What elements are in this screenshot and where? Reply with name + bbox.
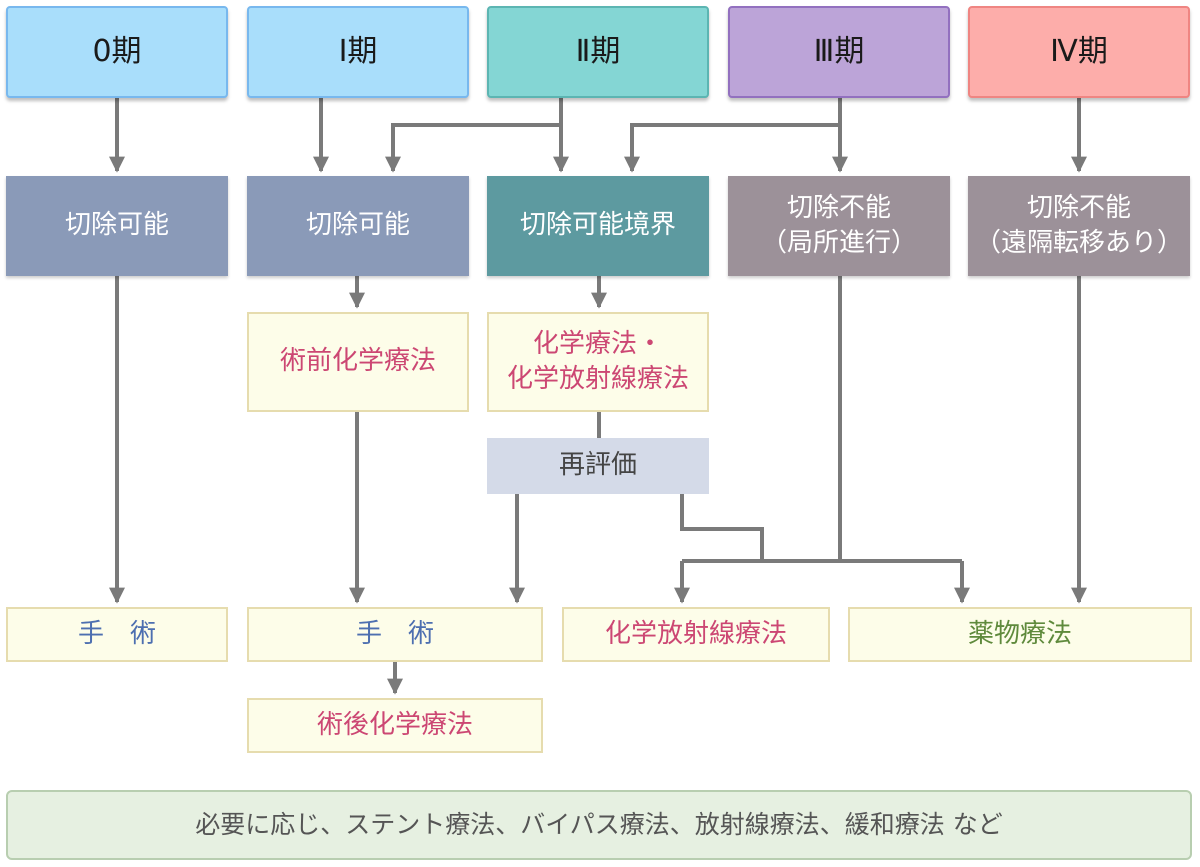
condition-label: 切除可能 bbox=[305, 210, 410, 241]
stage-3-header: Ⅲ期 bbox=[728, 6, 950, 98]
condition-label: 切除可能 bbox=[64, 210, 169, 241]
stage-2-label: Ⅱ期 bbox=[575, 33, 621, 69]
condition-label: 切除可能境界 bbox=[519, 210, 676, 241]
arrow-stage3-to-borderline bbox=[624, 123, 840, 173]
treatment-label: 化学療法・ bbox=[532, 328, 663, 359]
treatment-drug-therapy: 薬物療法 bbox=[848, 607, 1192, 662]
treatment-label: 薬物療法 bbox=[967, 618, 1072, 649]
stage-0-header: 0期 bbox=[6, 6, 228, 98]
treatment-label: 手 術 bbox=[77, 618, 156, 649]
stage-2-header: Ⅱ期 bbox=[487, 6, 709, 98]
stage-1-label: Ⅰ期 bbox=[338, 33, 378, 69]
treatment-label: 手 術 bbox=[355, 618, 434, 649]
stage-4-label: Ⅳ期 bbox=[1050, 33, 1108, 69]
footer-note: 必要に応じ、ステント療法、バイパス療法、放射線療法、緩和療法 など bbox=[6, 790, 1192, 860]
reevaluation-box: 再評価 bbox=[487, 438, 709, 494]
condition-label: 切除不能 bbox=[786, 192, 891, 223]
condition-resectable-stage0: 切除可能 bbox=[6, 176, 228, 276]
treatment-surgery-stage0: 手 術 bbox=[6, 607, 228, 662]
treatment-adjuvant-chemo: 術後化学療法 bbox=[247, 698, 543, 753]
treatment-surgery: 手 術 bbox=[247, 607, 543, 662]
condition-sublabel: （局所進行） bbox=[760, 228, 917, 258]
arrow-stage2-to-stage1-resectable bbox=[385, 123, 561, 173]
condition-unresectable-metastatic: 切除不能 （遠隔転移あり） bbox=[968, 176, 1190, 276]
stage-0-label: 0期 bbox=[92, 33, 142, 69]
stage-3-label: Ⅲ期 bbox=[813, 33, 865, 69]
treatment-label: 術後化学療法 bbox=[316, 709, 473, 740]
stage-1-header: Ⅰ期 bbox=[247, 6, 469, 98]
reevaluation-label: 再評価 bbox=[558, 450, 637, 481]
footer-text: 必要に応じ、ステント療法、バイパス療法、放射線療法、緩和療法 など bbox=[195, 810, 1003, 840]
treatment-label: 化学放射線療法 bbox=[604, 618, 787, 649]
treatment-chemoradiotherapy: 化学放射線療法 bbox=[562, 607, 830, 662]
condition-label: 切除不能 bbox=[1026, 192, 1131, 223]
treatment-neoadjuvant-chemo: 術前化学療法 bbox=[247, 312, 469, 412]
stage-4-header: Ⅳ期 bbox=[968, 6, 1190, 98]
treatment-label: 術前化学療法 bbox=[279, 346, 436, 377]
condition-unresectable-locally-advanced: 切除不能 （局所進行） bbox=[728, 176, 950, 276]
condition-sublabel: （遠隔転移あり） bbox=[974, 228, 1183, 258]
condition-borderline-resectable: 切除可能境界 bbox=[487, 176, 709, 276]
treatment-chemo-or-chemoradio: 化学療法・ 化学放射線療法 bbox=[487, 312, 709, 412]
condition-resectable-stage1: 切除可能 bbox=[247, 176, 469, 276]
treatment-label-line2: 化学放射線療法 bbox=[506, 364, 689, 394]
line-reeval-branch bbox=[680, 494, 764, 561]
